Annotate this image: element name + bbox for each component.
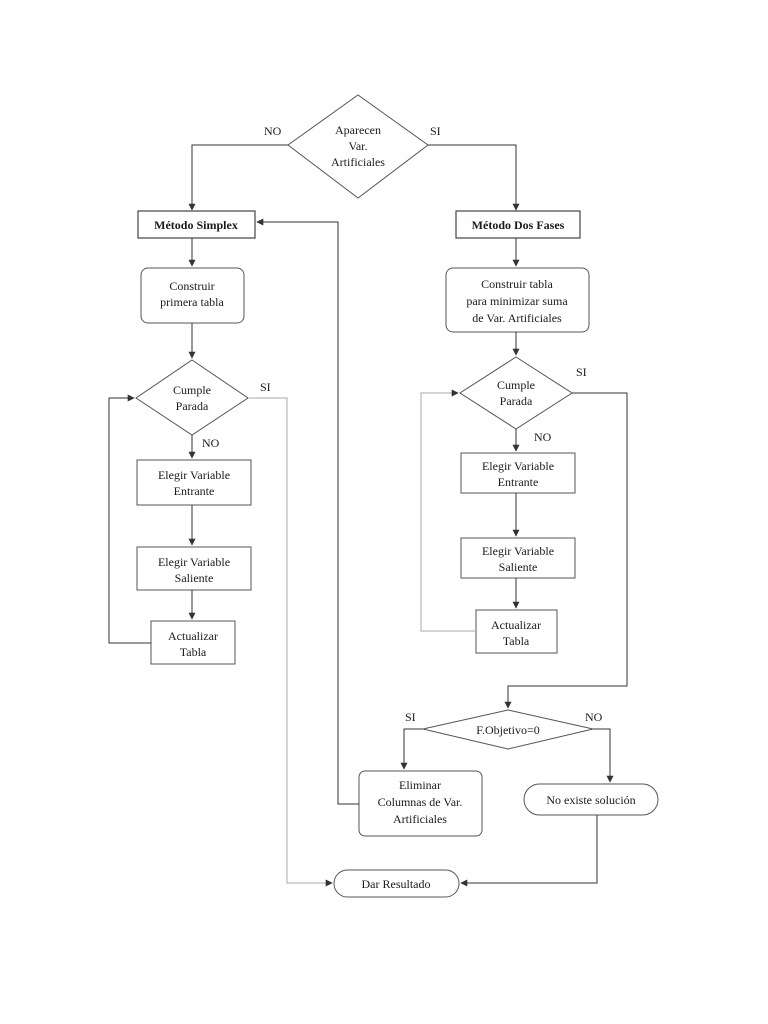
two-phase-build-line-3: de Var. Artificiales bbox=[472, 311, 562, 325]
simplex-stop-no-label: NO bbox=[202, 436, 220, 450]
simplex-entering-line-1: Elegir Variable bbox=[158, 468, 230, 482]
no-solution-terminal: No existe solución bbox=[523, 783, 659, 816]
two-phase-entering-variable: Elegir Variable Entrante bbox=[460, 452, 576, 494]
decision-artificial-no-label: NO bbox=[264, 124, 282, 138]
simplex-build-table: Construir primera tabla bbox=[140, 267, 245, 324]
two-phase-stop-decision: Cumple Parada bbox=[459, 356, 573, 430]
two-phase-update-line-2: Tabla bbox=[503, 634, 530, 648]
two-phase-entering-line-1: Elegir Variable bbox=[482, 459, 554, 473]
two-phase-title: Método Dos Fases bbox=[472, 218, 565, 232]
objective-label: F.Objetivo=0 bbox=[476, 723, 539, 737]
two-phase-update-line-1: Actualizar bbox=[491, 618, 541, 632]
result-terminal: Dar Resultado bbox=[333, 869, 460, 898]
two-phase-leaving-line-2: Saliente bbox=[499, 560, 538, 574]
simplex-update-line-1: Actualizar bbox=[168, 629, 218, 643]
simplex-stop-line-1: Cumple bbox=[173, 383, 211, 397]
result-label: Dar Resultado bbox=[362, 877, 431, 891]
no-solution-label: No existe solución bbox=[546, 793, 635, 807]
two-phase-entering-line-2: Entrante bbox=[498, 475, 539, 489]
two-phase-leaving-line-1: Elegir Variable bbox=[482, 544, 554, 558]
decision-artificial-variables: Aparecen Var. Artificiales bbox=[287, 94, 429, 199]
simplex-title-box: Método Simplex bbox=[137, 210, 256, 239]
remove-columns-line-2: Columnas de Var. bbox=[378, 795, 463, 809]
decision-artificial-line-3: Artificiales bbox=[331, 155, 385, 169]
simplex-build-line-1: Construir bbox=[169, 279, 214, 293]
simplex-leaving-variable: Elegir Variable Saliente bbox=[136, 546, 252, 591]
simplex-entering-variable: Elegir Variable Entrante bbox=[136, 459, 252, 506]
two-phase-stop-line-2: Parada bbox=[500, 394, 533, 408]
no-solution-to-result bbox=[460, 815, 598, 887]
two-phase-build-line-2: para minimizar suma bbox=[466, 294, 568, 308]
simplex-build-line-2: primera tabla bbox=[160, 295, 224, 309]
two-phase-stop-no-label: NO bbox=[534, 430, 552, 444]
simplex-loop-back bbox=[108, 394, 151, 644]
remove-columns-line-3: Artificiales bbox=[393, 812, 447, 826]
two-phase-stop-yes-label: SI bbox=[576, 365, 587, 379]
simplex-yes-to-result bbox=[248, 397, 333, 887]
two-phase-update-table: Actualizar Tabla bbox=[475, 609, 558, 654]
remove-columns-to-simplex bbox=[256, 218, 359, 805]
objective-no-label: NO bbox=[585, 710, 603, 724]
remove-columns-box: Eliminar Columnas de Var. Artificiales bbox=[358, 770, 483, 837]
remove-columns-line-1: Eliminar bbox=[399, 778, 441, 792]
simplex-update-table: Actualizar Tabla bbox=[150, 620, 236, 665]
arrow-to-simplex bbox=[188, 144, 288, 211]
two-phase-title-box: Método Dos Fases bbox=[455, 210, 581, 239]
two-phase-build-table: Construir tabla para minimizar suma de V… bbox=[445, 267, 590, 333]
decision-artificial-line-2: Var. bbox=[349, 139, 368, 153]
decision-artificial-yes-label: SI bbox=[430, 124, 441, 138]
simplex-stop-decision: Cumple Parada bbox=[135, 359, 249, 436]
simplex-leaving-line-1: Elegir Variable bbox=[158, 555, 230, 569]
two-phase-build-line-1: Construir tabla bbox=[481, 277, 553, 291]
objective-yes-label: SI bbox=[405, 710, 416, 724]
two-phase-yes-to-objective bbox=[504, 392, 628, 709]
simplex-stop-yes-label: SI bbox=[260, 380, 271, 394]
two-phase-stop-line-1: Cumple bbox=[497, 378, 535, 392]
simplex-entering-line-2: Entrante bbox=[174, 484, 215, 498]
two-phase-leaving-variable: Elegir Variable Saliente bbox=[460, 537, 576, 579]
simplex-leaving-line-2: Saliente bbox=[175, 571, 214, 585]
simplex-title: Método Simplex bbox=[154, 218, 238, 232]
two-phase-loop-back bbox=[420, 389, 476, 632]
arrow-to-two-phase bbox=[428, 144, 520, 211]
simplex-stop-line-2: Parada bbox=[176, 399, 209, 413]
simplex-update-line-2: Tabla bbox=[180, 645, 207, 659]
arrow-objective-yes-to-remove bbox=[400, 728, 423, 770]
decision-artificial-line-1: Aparecen bbox=[335, 123, 381, 137]
objective-decision: F.Objetivo=0 bbox=[422, 709, 594, 750]
arrow-objective-no-to-no-solution bbox=[593, 728, 614, 783]
